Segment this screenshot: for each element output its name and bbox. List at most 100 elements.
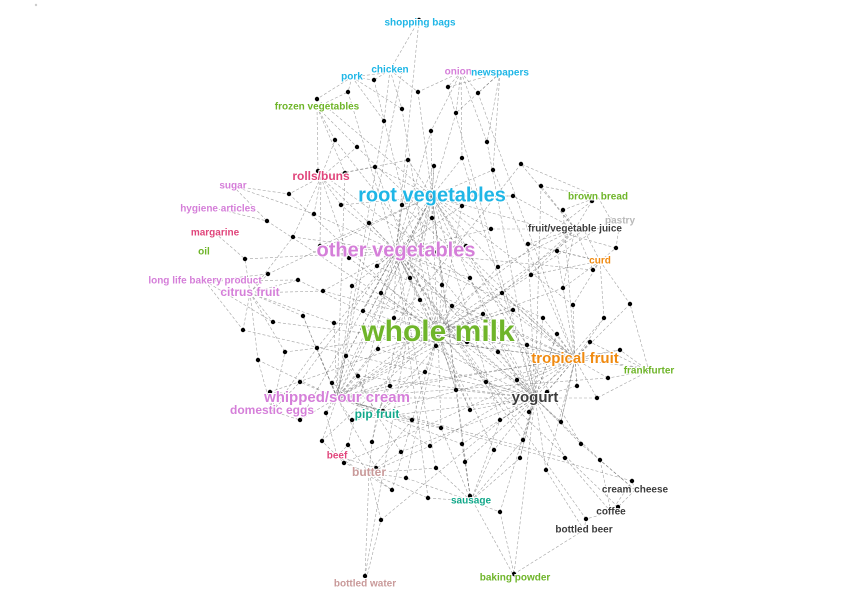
rule-edge — [486, 141, 536, 399]
rule-node — [343, 353, 349, 359]
rule-edge — [257, 359, 273, 412]
rule-edge — [447, 71, 462, 88]
rule-node — [345, 89, 351, 95]
rule-edge — [316, 98, 433, 197]
rule-node — [558, 419, 564, 425]
rule-edge — [431, 195, 518, 381]
rule-edge — [317, 170, 576, 360]
rule-edge — [373, 69, 391, 81]
rule-edge — [429, 358, 576, 447]
rule-edge — [284, 332, 439, 353]
rule-edge — [336, 371, 426, 399]
rule-node — [514, 377, 520, 383]
rule-edge — [336, 348, 379, 399]
rule-edge — [383, 69, 391, 122]
rule-edge — [395, 19, 420, 252]
rule-edge — [470, 419, 501, 502]
rule-node — [560, 285, 566, 291]
rule-edge — [322, 290, 576, 360]
rule-edge — [288, 176, 322, 195]
rule-edge — [340, 195, 433, 206]
rule-node — [417, 297, 423, 303]
rule-edge — [469, 495, 472, 502]
rule-edge — [333, 322, 338, 399]
rule-node — [459, 155, 465, 161]
rule-edge — [574, 200, 593, 230]
rule-edge — [562, 209, 576, 230]
rule-node — [525, 241, 531, 247]
rule-node — [345, 442, 351, 448]
rule-node — [491, 447, 497, 453]
rule-edge — [520, 163, 599, 198]
rule-edge — [534, 397, 566, 459]
rule-node — [338, 202, 344, 208]
rule-edge — [534, 317, 544, 399]
rule-node — [605, 375, 611, 381]
rule-edge — [437, 332, 619, 508]
rule-node — [510, 193, 516, 199]
rule-edge — [395, 250, 471, 279]
rule-node — [320, 288, 326, 294]
rule-node — [578, 441, 584, 447]
item-label-pork: pork — [341, 72, 363, 83]
rule-node — [391, 315, 397, 321]
rule-node — [297, 379, 303, 385]
rule-edge — [376, 345, 437, 416]
rule-edge — [437, 332, 495, 451]
rule-edge — [534, 397, 582, 445]
rule-node — [497, 417, 503, 423]
rule-edge — [382, 358, 576, 412]
rule-edge — [347, 76, 353, 93]
rule-node — [346, 255, 352, 261]
rule-edge — [431, 195, 492, 230]
rule-edge — [395, 228, 492, 252]
rule-node — [438, 425, 444, 431]
rule-edge — [395, 250, 437, 469]
rule-edge — [288, 193, 439, 334]
rule-edge — [347, 250, 397, 446]
rule-edge — [376, 414, 431, 447]
rule-node — [331, 320, 337, 326]
rule-edge — [526, 344, 576, 360]
item-label-yogurt: yogurt — [512, 389, 559, 406]
rule-edge — [345, 355, 378, 416]
rule-node — [407, 275, 413, 281]
rule-edge — [319, 195, 433, 247]
rule-edge — [331, 195, 433, 384]
rule-edge — [249, 292, 274, 323]
rule-edge — [395, 250, 443, 286]
rule-node — [380, 408, 386, 414]
rule-node — [240, 327, 246, 333]
rule-edge — [362, 310, 439, 334]
rule-edge — [470, 439, 524, 502]
rule-edge — [395, 250, 421, 301]
rule-edge — [599, 459, 612, 513]
rule-node — [590, 267, 596, 273]
rule-edge — [336, 313, 484, 399]
rule-edge — [574, 358, 578, 387]
rule-node — [349, 283, 355, 289]
rule-edge — [368, 441, 373, 474]
item-label-beef: beef — [327, 451, 348, 462]
rule-node — [511, 571, 517, 577]
rule-edge — [516, 379, 536, 399]
rule-edge — [316, 106, 319, 172]
rule-edge — [271, 381, 301, 412]
rule-edge — [336, 375, 359, 399]
rule-node — [374, 263, 380, 269]
rule-edge — [405, 337, 576, 360]
rule-edge — [395, 245, 467, 252]
item-label-whipped-sour-cream: whipped/sour cream — [263, 389, 410, 406]
rule-edge — [249, 292, 259, 361]
rule-edge — [217, 208, 268, 222]
rule-edge — [336, 200, 593, 399]
rule-edge — [325, 412, 338, 457]
rule-edge — [574, 358, 598, 399]
rule-node — [373, 465, 379, 471]
rule-edge — [395, 250, 594, 271]
item-label-other-vegetables: other vegetables — [317, 239, 476, 261]
rule-node — [242, 256, 248, 262]
rule-edge — [534, 333, 558, 399]
rule-node — [617, 347, 623, 353]
rule-node — [389, 487, 395, 493]
